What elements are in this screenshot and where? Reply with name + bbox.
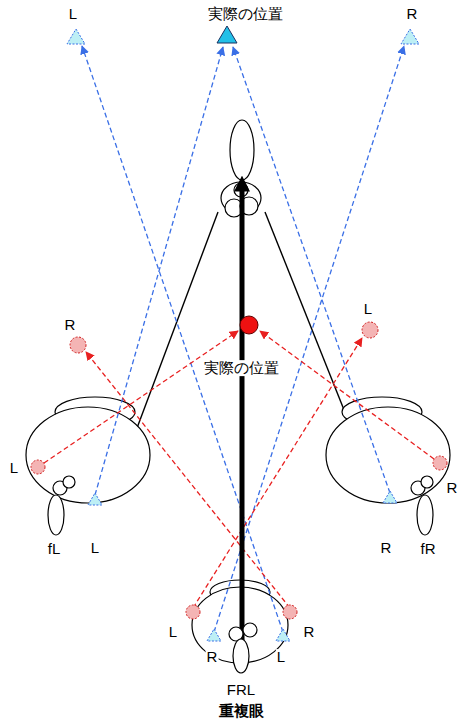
eye-side-label: L (90, 540, 100, 556)
eye-side-label: R (64, 317, 77, 333)
eye-side-label: L (363, 301, 373, 317)
right-head (326, 397, 450, 535)
position-label: 実際の位置 (207, 6, 284, 22)
position-label: 実際の位置 (203, 360, 280, 376)
blue-eye-marker (67, 29, 419, 641)
red-dashed-ray (44, 331, 434, 608)
eye-side-label: R (206, 649, 219, 665)
eye-side-label: R (446, 480, 459, 496)
bottom-face (229, 623, 257, 673)
eye-side-label: L (276, 649, 286, 665)
central-axis-arrow (240, 182, 245, 670)
eye-side-label: R (303, 624, 316, 640)
left-head (26, 397, 150, 535)
eye-side-label: L (168, 624, 178, 640)
eye-name-label: fR (420, 541, 437, 557)
eye-side-label: L (9, 460, 19, 476)
caption-label: 重複眼 (218, 703, 265, 719)
eye-name-label: FRL (226, 682, 256, 698)
eye-side-label: L (68, 6, 78, 22)
actual-position-dot (240, 316, 258, 334)
eye-name-label: fL (47, 541, 62, 557)
eye-side-label: R (406, 6, 419, 22)
eye-side-label: R (380, 540, 393, 556)
red-eye-marker (31, 322, 447, 619)
actual-position-triangle (217, 26, 237, 43)
